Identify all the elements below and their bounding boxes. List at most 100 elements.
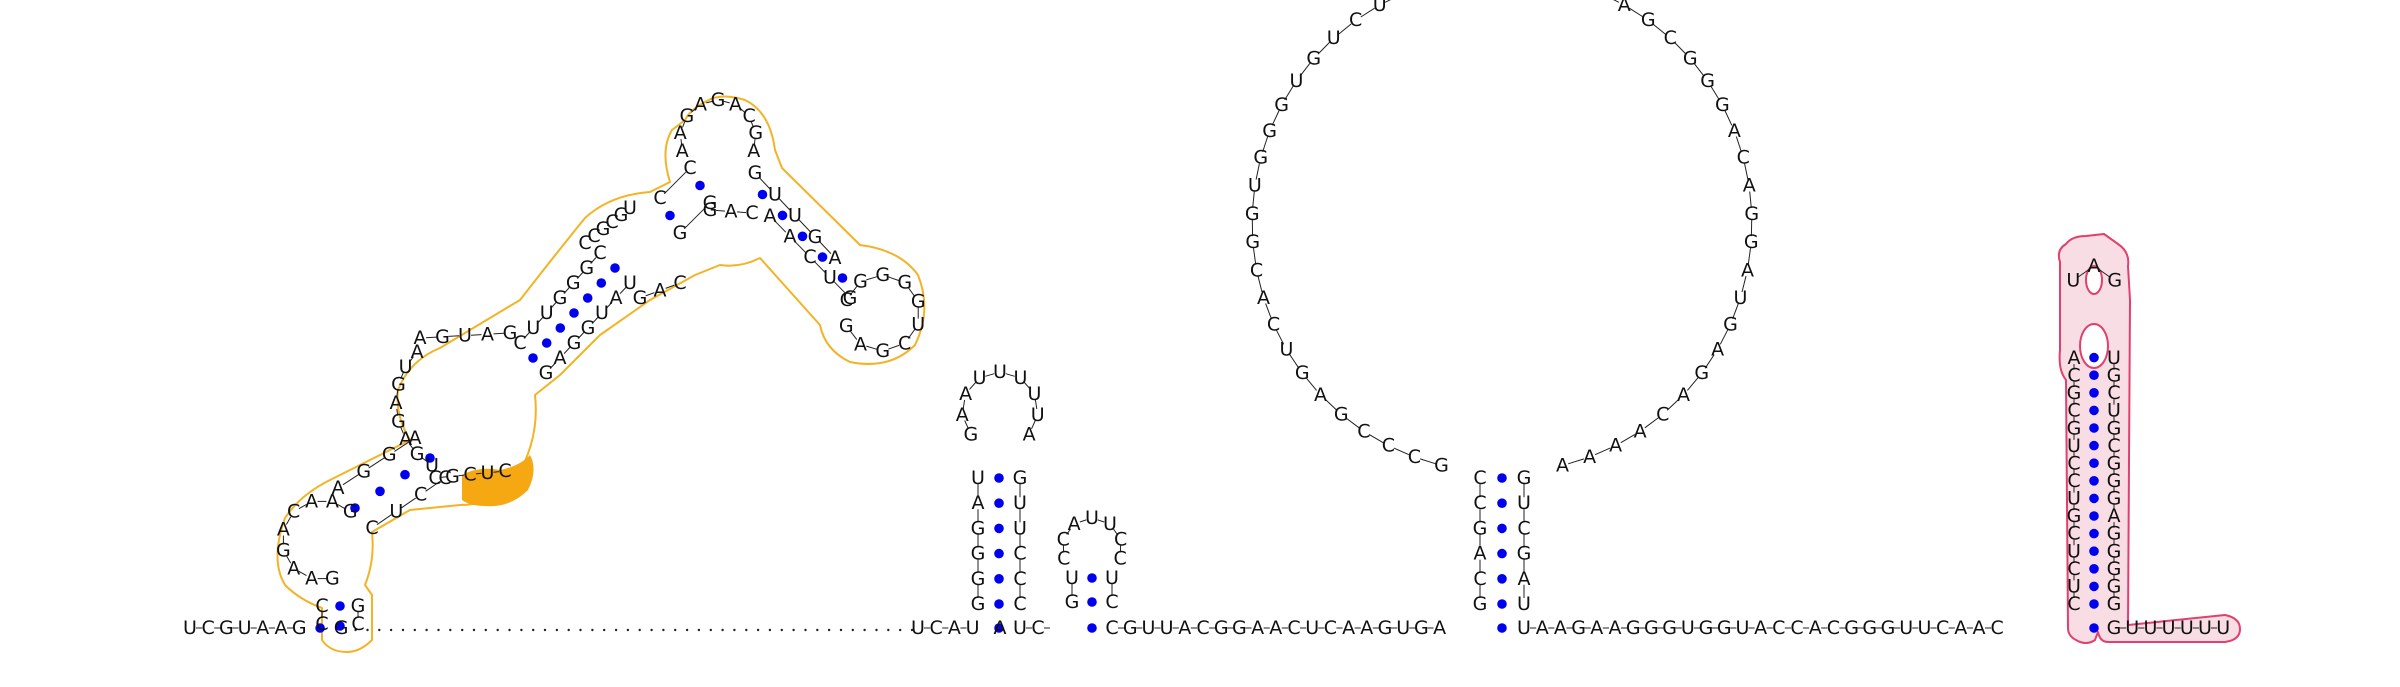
base-pair-dot-312: [695, 180, 705, 191]
base-pair-dot-41: [994, 623, 1004, 633]
nucleotide-C-64: C: [1196, 617, 1209, 639]
nucleotide-A-348: A: [854, 333, 867, 355]
nucleotide-A-190: A: [2068, 347, 2081, 369]
nucleotide-G-280: G: [553, 287, 568, 309]
nucleotide-C-302: C: [587, 225, 600, 247]
backbone-dot-46: [899, 628, 902, 632]
backbone-dot-6: [425, 628, 428, 632]
backbone-dot-44: [875, 628, 878, 632]
nucleotide-G-119: G: [1715, 94, 1730, 116]
nucleotide-G-328: G: [808, 226, 823, 248]
nucleotide-U-179: U: [2067, 540, 2081, 562]
nucleotide-A-266: A: [399, 428, 412, 450]
nucleotide-U-262: U: [481, 462, 495, 484]
base-pair-dot-297: [610, 263, 620, 273]
nucleotide-G-225: G: [2107, 617, 2122, 639]
base-pair-dot-295: [582, 293, 593, 303]
nucleotide-G-205: G: [2107, 540, 2122, 562]
nucleotide-G-160: G: [1717, 617, 1732, 639]
nucleotide-C-283: C: [593, 242, 606, 264]
nucleotide-U-54: U: [1105, 567, 1119, 589]
backbone-link-102: [1284, 85, 1294, 101]
nucleotide-G-74: G: [1378, 617, 1393, 639]
nucleotide-G-281: G: [566, 272, 581, 294]
nucleotide-U-228: U: [2162, 617, 2176, 639]
backbone-link-53: [1112, 528, 1118, 535]
nucleotide-A-114: A: [1618, 0, 1631, 16]
backbone-dot-4: [401, 628, 405, 632]
nucleotide-C-340: C: [840, 289, 853, 311]
backbone-dot-36: [780, 628, 783, 632]
backbone-dot-38: [804, 628, 807, 632]
nucleotide-A-133: A: [1609, 435, 1622, 457]
nucleotide-A-314: A: [674, 122, 687, 144]
backbone-dot-2: [378, 628, 381, 632]
nucleotide-A-250: A: [409, 427, 422, 449]
nucleotide-G-100: G: [1274, 94, 1289, 116]
domain-highlight-layer: [276, 95, 2241, 653]
nucleotide-A-289: A: [610, 287, 623, 309]
nucleotide-C-53: C: [1114, 547, 1127, 569]
nucleotide-G-322: G: [703, 199, 718, 221]
backbone-dot-41: [839, 628, 843, 632]
nucleotide-G-193: G: [2107, 270, 2122, 292]
nucleotide-C-184: C: [2067, 452, 2080, 474]
nucleotide-C-243: C: [287, 501, 300, 523]
nucleotide-G-206: G: [2107, 558, 2122, 580]
nucleotide-C-86: C: [1382, 435, 1395, 457]
nucleotide-C-301: C: [578, 232, 591, 254]
backbone-link-275: [448, 335, 460, 337]
backbone-dot-43: [863, 628, 866, 632]
nucleotide-A-73: A: [1360, 617, 1373, 639]
backbone-dot-37: [792, 628, 795, 632]
backbone-link-319: [723, 100, 730, 104]
base-pair-dot-294: [569, 308, 579, 318]
backbone-link-26: [1005, 373, 1015, 377]
nucleotide-C-235: C: [351, 613, 364, 635]
base-pair-dot-211: [2089, 564, 2099, 574]
nucleotide-A-120: A: [1728, 120, 1741, 142]
backbone-link-325: [736, 211, 747, 214]
base-pair-dot-213: [2089, 528, 2099, 539]
backbone-link-98: [1252, 191, 1255, 208]
nucleotide-G-186: G: [2067, 417, 2082, 439]
nucleotide-C-251: C: [365, 517, 378, 539]
backbone-link-126: [1747, 248, 1751, 265]
backbone-link-135: [1594, 447, 1611, 456]
backbone-link-29: [1031, 420, 1036, 430]
base-pair-dot-339: [837, 273, 848, 283]
nucleotide-U-288: U: [595, 302, 609, 324]
nucleotide-G-344: G: [911, 290, 926, 312]
nucleotide-C-199: C: [2107, 435, 2120, 457]
nucleotide-A-240: A: [287, 557, 300, 579]
backbone-link-328: [778, 198, 792, 212]
nucleotide-G-269: G: [391, 373, 406, 395]
base-pair-dot-256: [375, 486, 385, 497]
domain-pink-outline: [2057, 233, 2241, 644]
nucleotide-U-226: U: [2125, 617, 2139, 639]
base-pair-dot-336: [777, 210, 788, 221]
backbone-link-270: [396, 390, 399, 398]
base-pair-dot-38: [994, 523, 1004, 534]
nucleotide-A-67: A: [1251, 617, 1264, 639]
nucleotide-A-130: A: [1677, 384, 1690, 406]
backbone-link-277: [493, 332, 505, 335]
nucleotide-C-47: C: [1057, 547, 1070, 569]
backbone-link-317: [691, 107, 697, 113]
backbone-link-241: [298, 570, 307, 577]
backbone-dot-7: [437, 628, 440, 632]
backbone-dot-28: [685, 628, 689, 632]
backbone-link-261: [440, 476, 447, 478]
nucleotide-G-249: G: [382, 444, 397, 466]
nucleotide-C-253: C: [414, 484, 427, 506]
backbone-link-280: [536, 317, 544, 324]
backbone-link-274: [425, 336, 437, 339]
nucleotide-G-315: G: [680, 105, 695, 127]
nucleotide-A-22: A: [959, 383, 972, 405]
nucleotide-C-106: C: [1399, 0, 1412, 4]
nucleotide-U-274: U: [458, 325, 472, 347]
domain-orange-highlight: [462, 455, 534, 507]
nucleotide-U-290: U: [623, 272, 637, 294]
